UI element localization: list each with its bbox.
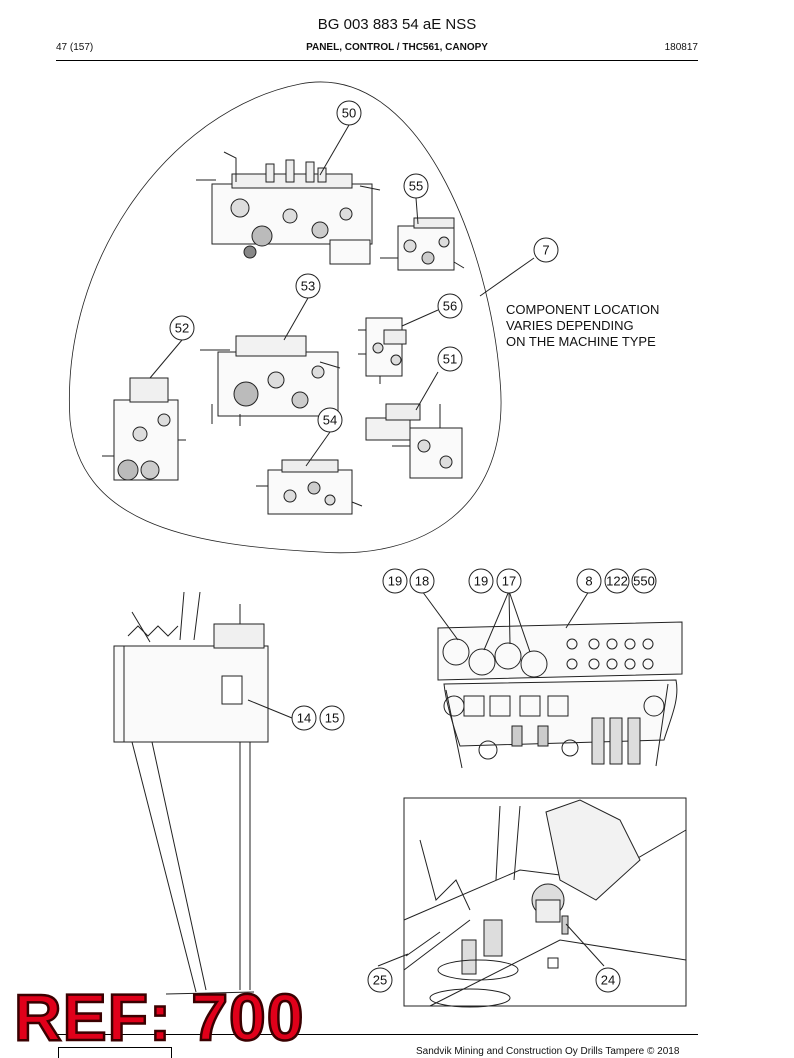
callout-label-25: 25 xyxy=(373,973,387,988)
callout-label-50: 50 xyxy=(342,106,356,121)
callout-56 xyxy=(437,293,463,319)
callout-label-15: 15 xyxy=(325,711,339,726)
callout-label-51: 51 xyxy=(443,352,457,367)
document-title: BG 003 883 54 aE NSS xyxy=(317,16,477,33)
valve-block-53 xyxy=(200,335,341,426)
page-number: 47 (157) xyxy=(56,42,94,53)
callout-550 xyxy=(631,568,657,594)
valve-block-50 xyxy=(196,151,381,265)
callout-18 xyxy=(409,568,435,594)
callout-label-19-second: 19 xyxy=(474,574,488,589)
callout-50 xyxy=(336,100,362,126)
callout-label-24: 24 xyxy=(601,973,615,988)
reference-stamp: REF: 700 xyxy=(13,980,305,1054)
callout-15 xyxy=(319,705,345,731)
callout-51 xyxy=(437,346,463,372)
callout-label-17: 17 xyxy=(502,574,516,589)
valve-group-outline xyxy=(68,81,502,554)
callout-17 xyxy=(496,568,522,594)
valve-block-55 xyxy=(380,217,465,271)
callout-52 xyxy=(169,315,195,341)
callout-label-14: 14 xyxy=(297,711,311,726)
detail-view xyxy=(403,797,687,1008)
control-panel xyxy=(437,621,683,769)
valve-block-52 xyxy=(102,377,186,481)
footer-rule xyxy=(56,1034,698,1035)
date-code: 180817 xyxy=(664,42,698,53)
callout-24 xyxy=(595,967,621,993)
callout-label-122: 122 xyxy=(606,574,628,589)
callout-53 xyxy=(295,273,321,299)
callout-54 xyxy=(317,407,343,433)
callout-14 xyxy=(291,705,317,731)
callout-label-550: 550 xyxy=(633,574,655,589)
callout-label-18: 18 xyxy=(415,574,429,589)
callout-25 xyxy=(367,967,393,993)
callout-label-8: 8 xyxy=(585,574,592,589)
footer-copyright: Sandvik Mining and Construction Oy Drill… xyxy=(416,1046,680,1057)
callout-19-first xyxy=(382,568,408,594)
callout-label-19-first: 19 xyxy=(388,574,402,589)
component-location-note: COMPONENT LOCATION VARIES DEPENDING ON T… xyxy=(506,302,660,349)
valve-51 xyxy=(365,403,463,479)
callout-label-7: 7 xyxy=(542,243,549,258)
callout-label-52: 52 xyxy=(175,321,189,336)
callout-label-56: 56 xyxy=(443,299,457,314)
callout-label-55: 55 xyxy=(409,179,423,194)
valve-56 xyxy=(358,317,407,384)
callout-122 xyxy=(604,568,630,594)
callout-label-54: 54 xyxy=(323,413,337,428)
callout-label-53: 53 xyxy=(301,279,315,294)
canopy-cabinet xyxy=(113,591,269,995)
callout-55 xyxy=(403,173,429,199)
callout-7 xyxy=(533,237,559,263)
callout-19-second xyxy=(468,568,494,594)
header-rule xyxy=(56,60,698,61)
valve-block-54 xyxy=(256,459,363,515)
callout-8 xyxy=(576,568,602,594)
section-title: PANEL, CONTROL / THC561, CANOPY xyxy=(306,42,488,53)
